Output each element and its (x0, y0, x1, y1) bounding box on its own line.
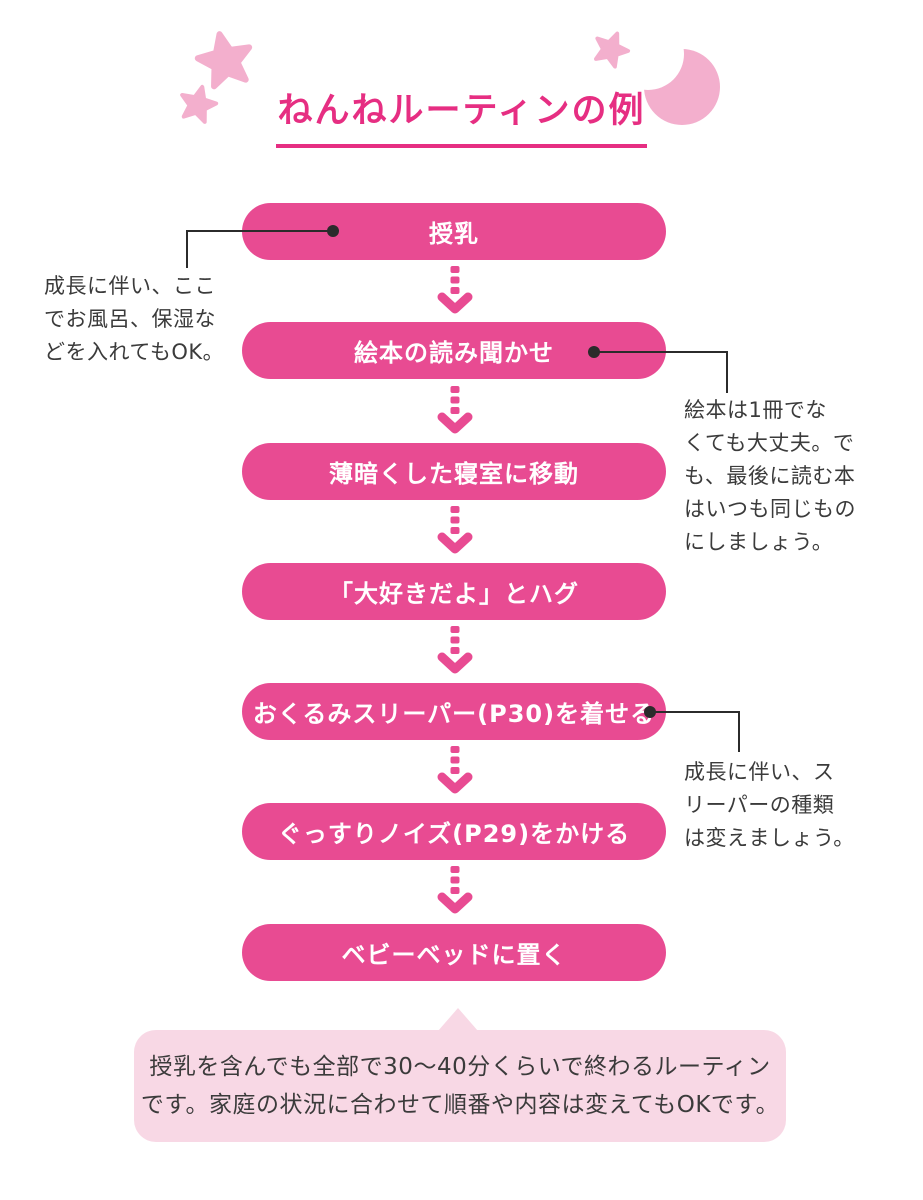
arrow-down-icon (437, 866, 473, 914)
callout-dot (327, 225, 339, 237)
left-annotation: 成長に伴い、ここ でお風呂、保湿な どを入れてもOK。 (44, 274, 225, 364)
moon-icon (644, 49, 720, 125)
arrow-down-icon (437, 266, 473, 314)
right-annotation-books: 絵本は1冊でな くても大丈夫。で も、最後に読む本 はいつも同じもの にしましょ… (684, 398, 856, 554)
arrow-down-icon (437, 746, 473, 794)
callout-line (738, 711, 740, 752)
callout-line (186, 230, 333, 232)
footer-note-text: 授乳を含んでも全部で30〜40分くらいで終わるルーティン です。家庭の状況に合わ… (140, 1054, 780, 1118)
callout-line (726, 351, 728, 393)
flow-step-sleeper: おくるみスリーパー(P30)を着せる (242, 683, 666, 740)
callout-line (594, 351, 728, 353)
star-icon-small-right (594, 31, 631, 69)
right-annotation-sleeper: 成長に伴い、ス リーパーの種類 は変えましょう。 (684, 760, 855, 850)
flow-step-crib: ベビーベッドに置く (242, 924, 666, 981)
page-title: ねんねルーティンの例 (275, 82, 648, 148)
flow-step-label: 「大好きだよ」とハグ (329, 580, 579, 608)
star-icon-large (194, 31, 253, 90)
footer-note-bubble: 授乳を含んでも全部で30〜40分くらいで終わるルーティン です。家庭の状況に合わ… (134, 1030, 786, 1142)
flow-step-label: 薄暗くした寝室に移動 (329, 460, 579, 488)
star-icon-small-left (180, 84, 219, 124)
flow-step-label: 授乳 (429, 220, 479, 248)
callout-line (650, 711, 740, 713)
flow-step-label: 絵本の読み聞かせ (354, 339, 554, 367)
arrow-down-icon (437, 506, 473, 554)
speech-bubble-tail (438, 1008, 478, 1031)
arrow-down-icon (437, 626, 473, 674)
flow-step-label: ぐっすりノイズ(P29)をかける (277, 820, 631, 848)
flow-step-label: おくるみスリーパー(P30)を着せる (252, 700, 656, 728)
callout-line (186, 230, 188, 268)
flow-step-label: ベビーベッドに置く (341, 941, 567, 969)
flow-step-dim-bedroom: 薄暗くした寝室に移動 (242, 443, 666, 500)
flow-step-hug: 「大好きだよ」とハグ (242, 563, 666, 620)
arrow-down-icon (437, 386, 473, 434)
flow-step-noise: ぐっすりノイズ(P29)をかける (242, 803, 666, 860)
